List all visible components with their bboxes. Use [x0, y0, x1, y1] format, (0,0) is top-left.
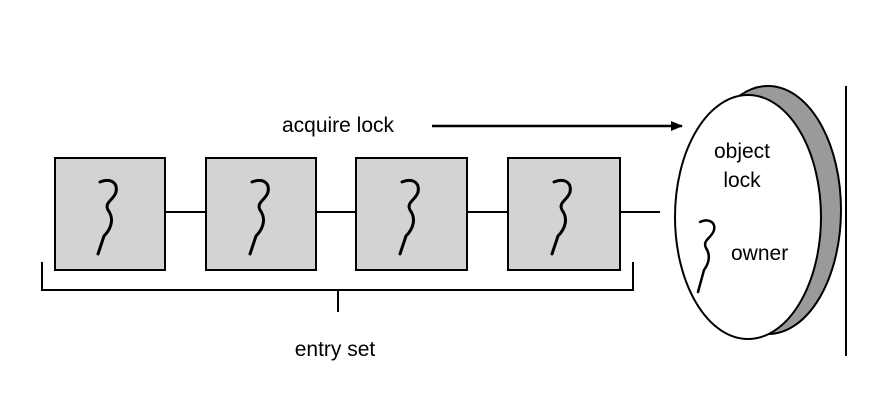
thread-squiggle-icon [550, 178, 572, 256]
object-lock-label-line1: object [714, 140, 770, 163]
entry-set-label: entry set [295, 338, 376, 361]
object-lock-disk-face [674, 94, 822, 340]
thread-squiggle-icon [96, 178, 118, 256]
owner-label: owner [731, 242, 788, 265]
queue-slot-3 [355, 157, 468, 271]
queue-slot-4 [507, 157, 621, 271]
queue-slot-1 [54, 157, 166, 271]
owner-thread-icon [696, 219, 716, 294]
queue-slot-2 [205, 157, 317, 271]
object-lock-disk [674, 85, 842, 340]
acquire-lock-label: acquire lock [282, 114, 395, 137]
thread-squiggle-icon [398, 178, 420, 256]
object-lock-label-line2: lock [723, 169, 761, 192]
thread-squiggle-icon [248, 178, 270, 256]
